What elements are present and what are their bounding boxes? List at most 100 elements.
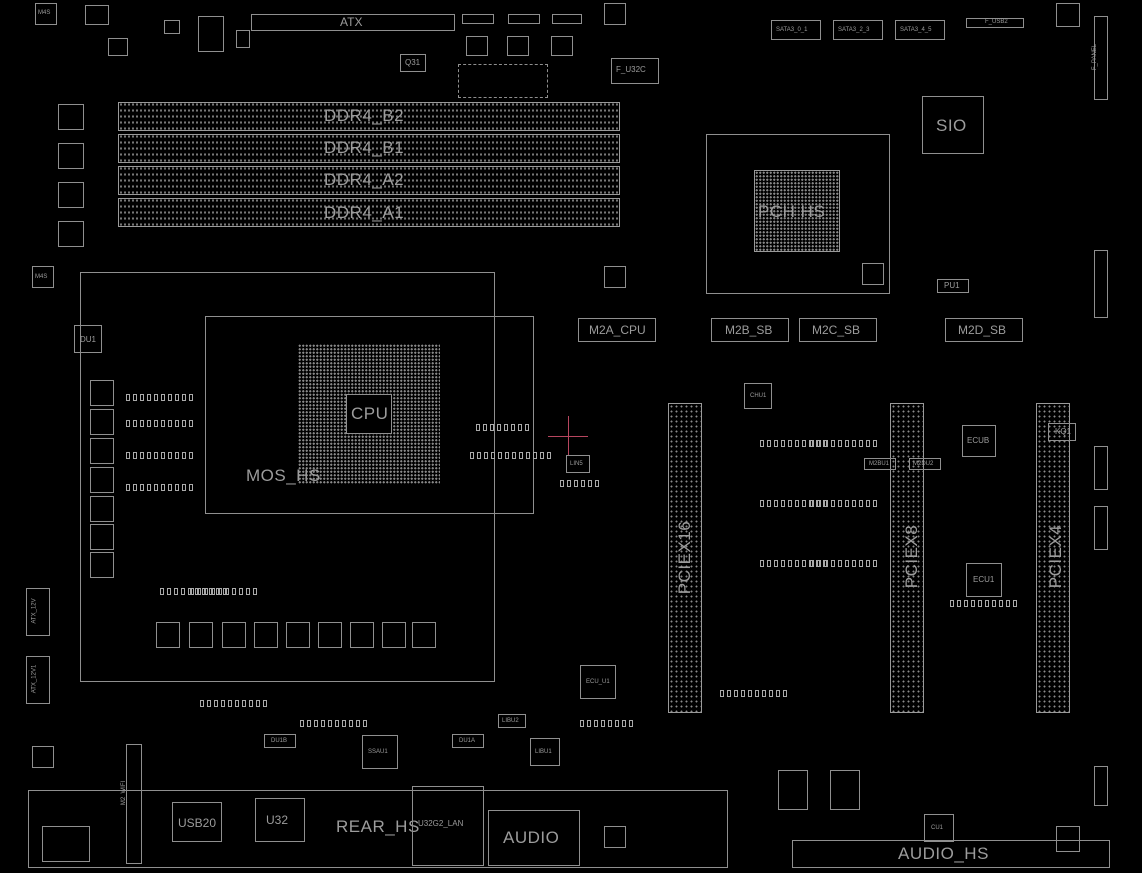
- right-edge-header-2: [1094, 446, 1108, 490]
- cpu-center-die: [346, 394, 392, 434]
- mount-hole-left: [32, 266, 54, 288]
- passive-pad: [802, 560, 806, 567]
- m2bu1-label: M2BU1: [869, 461, 890, 467]
- ssau1-chip: [362, 735, 398, 769]
- passive-pad: [831, 500, 835, 507]
- m2a-cpu-slot: [578, 318, 656, 342]
- lin5-chip: [566, 455, 590, 473]
- m2b-sb-slot: [711, 318, 789, 342]
- passive-pad: [859, 500, 863, 507]
- sata-connector-2-3: [833, 20, 883, 40]
- passive-pad: [147, 394, 151, 401]
- passive-pad: [774, 560, 778, 567]
- passive-pad: [147, 452, 151, 459]
- m2c-sb-slot: [799, 318, 877, 342]
- passive-pad: [838, 560, 842, 567]
- pch-mount-hole-2: [604, 266, 626, 288]
- passive-pad: [741, 690, 745, 697]
- top-small-ic-2: [236, 30, 250, 48]
- passive-pad: [824, 440, 828, 447]
- ddr4-a2-label: DDR4_A2: [324, 170, 405, 189]
- passive-pad: [817, 440, 821, 447]
- sata-connector-0-1: [771, 20, 821, 40]
- libu2-label: LIBU2: [502, 718, 519, 724]
- passive-pad: [781, 500, 785, 507]
- passive-pad: [175, 452, 179, 459]
- cu1-chip: [924, 814, 954, 842]
- f-u32c-label: F_U32C: [616, 65, 646, 74]
- atx-12v-label: ATX_12V: [31, 598, 38, 624]
- usb-header-left: [42, 826, 90, 862]
- passive-pad: [182, 394, 186, 401]
- left-header-3: [58, 182, 84, 208]
- vrm-choke-b2: [189, 622, 213, 648]
- passive-pad: [866, 560, 870, 567]
- f-usb2-label: F_USB2: [985, 19, 1008, 25]
- sata-4-5-label: SATA3_4_5: [900, 27, 932, 33]
- passive-pad: [540, 452, 544, 459]
- ecu-u1-chip: [580, 665, 616, 699]
- left-header-1: [58, 104, 84, 130]
- left-header-4: [58, 221, 84, 247]
- passive-pad: [760, 560, 764, 567]
- vrm-choke-l1: [90, 380, 114, 406]
- passive-pad: [342, 720, 346, 727]
- mount-hole-top: [604, 3, 626, 25]
- passive-pad: [225, 588, 229, 595]
- audio-port: [488, 810, 580, 866]
- passive-pad: [873, 440, 877, 447]
- passive-pad: [235, 700, 239, 707]
- f-panel-label: F_PANEL: [1092, 43, 1099, 71]
- passive-pad: [859, 560, 863, 567]
- passive-pad: [126, 420, 130, 427]
- passive-pad: [810, 560, 814, 567]
- passive-pad: [615, 720, 619, 727]
- vrm-choke-b7: [350, 622, 374, 648]
- pu1-label: PU1: [944, 281, 960, 290]
- passive-pad: [587, 720, 591, 727]
- audio-area-ic-2: [830, 770, 860, 810]
- audio-hs-outline: [792, 840, 1110, 868]
- passive-pad: [154, 452, 158, 459]
- u32-label: U32: [266, 813, 289, 827]
- cpu-socket-outline: [205, 316, 534, 514]
- passive-pad: [767, 440, 771, 447]
- passive-pad: [133, 484, 137, 491]
- u32-port: [255, 798, 305, 842]
- atx-connector-outline: [251, 14, 455, 31]
- du1b-label: DU1B: [271, 738, 288, 744]
- passive-pad: [175, 484, 179, 491]
- passive-pad: [197, 588, 201, 595]
- passive-pad: [810, 440, 814, 447]
- passive-pad: [873, 560, 877, 567]
- passive-pad: [249, 700, 253, 707]
- passive-pad: [992, 600, 996, 607]
- passive-pad: [497, 424, 501, 431]
- kq1-chip: [1048, 423, 1076, 441]
- right-edge-header-1: [1094, 250, 1108, 318]
- passive-pad: [824, 500, 828, 507]
- passive-pad: [845, 560, 849, 567]
- passive-pad: [838, 500, 842, 507]
- passive-pad: [629, 720, 633, 727]
- passive-pad: [581, 480, 585, 487]
- passive-pad: [525, 424, 529, 431]
- vrm-outline: [80, 272, 495, 682]
- passive-pad: [810, 500, 814, 507]
- passive-pad: [767, 500, 771, 507]
- bottom-left-mount-hole: [32, 746, 54, 768]
- passive-pad: [824, 560, 828, 567]
- m2d-sb-slot: [945, 318, 1023, 342]
- vrm-choke-l7: [90, 552, 114, 578]
- passive-pad: [795, 500, 799, 507]
- passive-pad: [189, 394, 193, 401]
- audio-label: AUDIO: [503, 828, 560, 847]
- pch-chip-bga: [754, 170, 840, 252]
- passive-pad: [239, 588, 243, 595]
- passive-pad: [788, 500, 792, 507]
- passive-pad: [477, 452, 481, 459]
- atx-12v-connector: [26, 588, 50, 636]
- passive-pad: [781, 560, 785, 567]
- passive-pad: [161, 452, 165, 459]
- passive-pad: [168, 394, 172, 401]
